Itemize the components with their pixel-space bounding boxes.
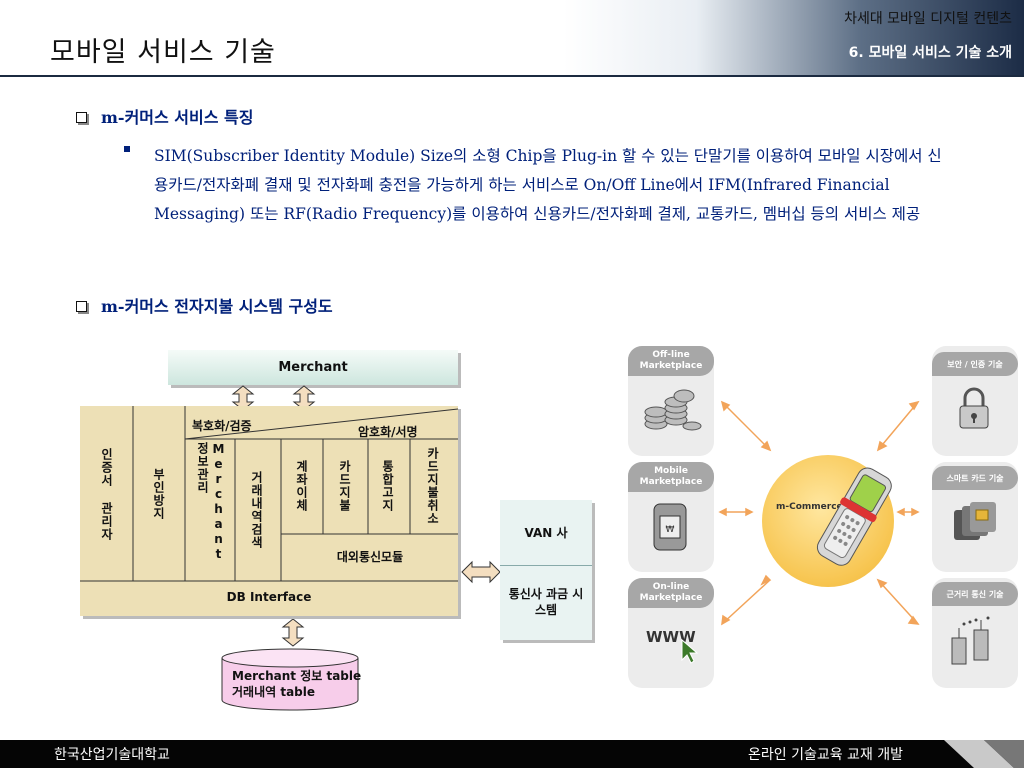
offline-marketplace-title: Off-line Marketplace: [628, 346, 714, 376]
section-system: m-커머스 전자지불 시스템 구성도: [76, 293, 333, 317]
db-table-1: Merchant 정보 table: [232, 669, 362, 683]
section-features: m-커머스 서비스 특징: [76, 104, 253, 128]
network-device-icon: [951, 616, 990, 665]
lock-icon: [959, 387, 989, 429]
col-repudiation: 부인방지: [151, 468, 166, 520]
slide-title: 모바일 서비스 기술: [50, 37, 276, 68]
encrypt-sign-label: 암호화/서명: [358, 425, 418, 439]
merchant-label: Merchant: [278, 360, 348, 375]
features-bullet-text: SIM(Subscriber Identity Module) Size의 소형…: [154, 147, 942, 223]
card-terminal-icon: ₩: [653, 503, 687, 551]
col-notify: 통합고지: [380, 460, 395, 512]
coins-icon: [644, 389, 702, 431]
col-auth-manager: 인증서 관리자: [99, 447, 114, 541]
section-system-title: m-커머스 전자지불 시스템 구성도: [101, 297, 333, 316]
footer-university: 한국산업기술대학교: [54, 747, 170, 763]
course-title: 차세대 모바일 디지털 컨텐츠: [844, 11, 1012, 27]
footer-stripe: [944, 740, 1024, 768]
mobile-marketplace-title: Mobile Marketplace: [628, 462, 714, 492]
db-interface-label: DB Interface: [226, 590, 312, 604]
telecom-billing-label: 통신사 과금 시스템: [508, 587, 584, 617]
col-txn-search: 거래내역검색: [249, 471, 264, 549]
van-divider: [500, 565, 592, 566]
db-table-2: 거래내역 table: [232, 685, 316, 699]
col-card-cancel: 카드지불취소: [425, 447, 440, 525]
security-tech-title: 보안 / 인증 기술: [932, 352, 1018, 376]
checkbox-bullet-icon: [76, 112, 87, 123]
cursor-icon: [681, 638, 699, 664]
bullet-icon: [124, 146, 130, 152]
system-grid: [80, 406, 458, 582]
van-label: VAN 사: [524, 526, 568, 540]
smartcard-icon: [954, 502, 996, 540]
header-divider: [0, 75, 1024, 77]
col-card-payment: 카드지불: [337, 460, 352, 512]
checkbox-bullet-icon: [76, 301, 87, 312]
database-icon: [221, 648, 359, 711]
ecosystem-arrows: [718, 400, 920, 626]
decrypt-verify-label: 복호화/검증: [192, 419, 252, 433]
section-features-title: m-커머스 서비스 특징: [101, 108, 254, 127]
col-merchant-info: Merchant 정보관리: [195, 442, 226, 562]
col-account-transfer: 계좌이체: [294, 460, 309, 512]
svg-text:₩: ₩: [666, 525, 675, 535]
smartcard-tech-title: 스마트 카드 기술: [932, 466, 1018, 490]
merchant-box: Merchant: [168, 350, 458, 385]
chapter-title: 6. 모바일 서비스 기술 소개: [848, 45, 1012, 61]
mobile-phone-icon: [816, 467, 892, 566]
m-commerce-label: m-Commerce: [776, 502, 843, 512]
header-band: [0, 0, 1024, 76]
footer-project: 온라인 기술교육 교재 개발: [748, 747, 904, 763]
shortrange-tech-title: 근거리 통신 기술: [932, 582, 1018, 606]
footer-bar: [0, 740, 1024, 768]
van-system-box: [500, 500, 592, 640]
external-comm-label: 대외통신모듈: [336, 550, 404, 564]
online-marketplace-title: On-line Marketplace: [628, 578, 714, 608]
